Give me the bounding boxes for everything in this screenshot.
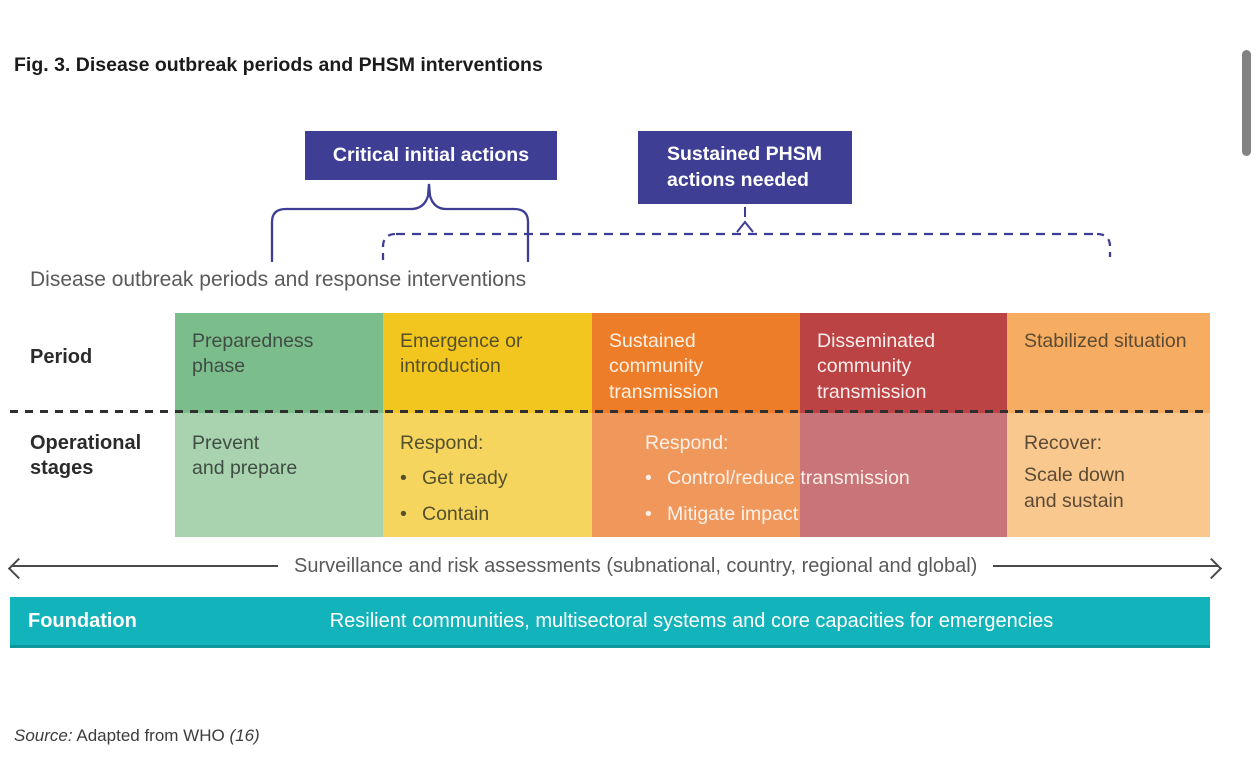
foundation-bar: Foundation Resilient communities, multis… [10, 597, 1210, 648]
stage-intro: Recover: [1024, 432, 1103, 454]
stage-line: and sustain [1024, 489, 1124, 512]
foundation-text: Resilient communities, multisectoral sys… [329, 609, 1054, 632]
source-ref: (16) [229, 726, 260, 745]
source-text: Adapted from WHO [76, 726, 225, 745]
bullet-text: Control/reduce transmission [667, 467, 910, 490]
period-cell-disseminated-transmission: Disseminated community transmission [800, 313, 1007, 413]
list-item: • Get ready [400, 466, 580, 491]
figure-title: Fig. 3. Disease outbreak periods and PHS… [14, 54, 543, 76]
surveillance-label: Surveillance and risk assessments (subna… [294, 554, 978, 577]
callout-sustained-phsm-actions: Sustained PHSM actions needed [638, 131, 852, 204]
left-arrow-icon [12, 565, 278, 567]
critical-actions-brace [270, 183, 530, 263]
period-row-label: Period [30, 346, 93, 368]
sustained-bracket-right-leg [1096, 232, 1112, 257]
scrollbar-thumb[interactable] [1242, 50, 1251, 156]
outbreak-periods-table: Preparedness phase Emergence or introduc… [175, 313, 1210, 537]
source-note: Source: Adapted from WHO (16) [14, 726, 260, 746]
sustained-bracket-left-leg [381, 232, 397, 260]
stage-span-right-bg [800, 413, 1007, 537]
period-cell-stabilized: Stabilized situation [1007, 313, 1210, 413]
list-item: • Contain [400, 502, 580, 527]
stage-line: and prepare [192, 457, 298, 480]
bullet-text: Mitigate impact [667, 502, 799, 525]
sustained-pointer-caret-icon [736, 220, 754, 233]
timeline-caption: Disease outbreak periods and response in… [30, 268, 527, 291]
bullet-icon: • [645, 467, 652, 490]
stage-cell-respond-ready: Respond: • Get ready • Contain [383, 413, 592, 537]
period-row: Preparedness phase Emergence or introduc… [175, 313, 1210, 413]
period-cell-emergence: Emergence or introduction [383, 313, 592, 413]
bullet-icon: • [400, 467, 407, 490]
list-item: • Control/reduce transmission [645, 466, 995, 491]
stage-cell-respond-transmission: Respond: • Control/reduce transmission •… [592, 413, 1007, 537]
stage-line: Prevent [192, 432, 260, 454]
operational-stages-row: Prevent and prepare Respond: • Get ready… [175, 413, 1210, 537]
period-cell-preparedness: Preparedness phase [175, 313, 383, 413]
surveillance-axis: Surveillance and risk assessments (subna… [12, 551, 1218, 581]
bullet-text: Get ready [422, 467, 508, 490]
stage-line: Scale down [1024, 464, 1125, 487]
bullet-icon: • [645, 502, 652, 525]
list-item: • Mitigate impact [645, 502, 995, 527]
bullet-icon: • [400, 502, 407, 525]
foundation-label: Foundation [28, 609, 137, 632]
stage-intro: Respond: [400, 432, 484, 454]
callout-critical-initial-actions: Critical initial actions [305, 131, 557, 180]
stage-cell-recover: Recover: Scale down and sustain [1007, 413, 1210, 537]
stage-intro: Respond: [645, 432, 729, 454]
period-cell-sustained-transmission: Sustained community transmission [592, 313, 800, 413]
row-divider-dashed [10, 410, 1210, 413]
stage-cell-prevent: Prevent and prepare [175, 413, 383, 537]
bullet-text: Contain [422, 502, 490, 525]
stage-span-left-bg [592, 413, 800, 537]
source-prefix: Source: [14, 726, 73, 745]
right-arrow-icon [993, 565, 1218, 567]
operational-row-label: Operational stages [30, 432, 142, 479]
